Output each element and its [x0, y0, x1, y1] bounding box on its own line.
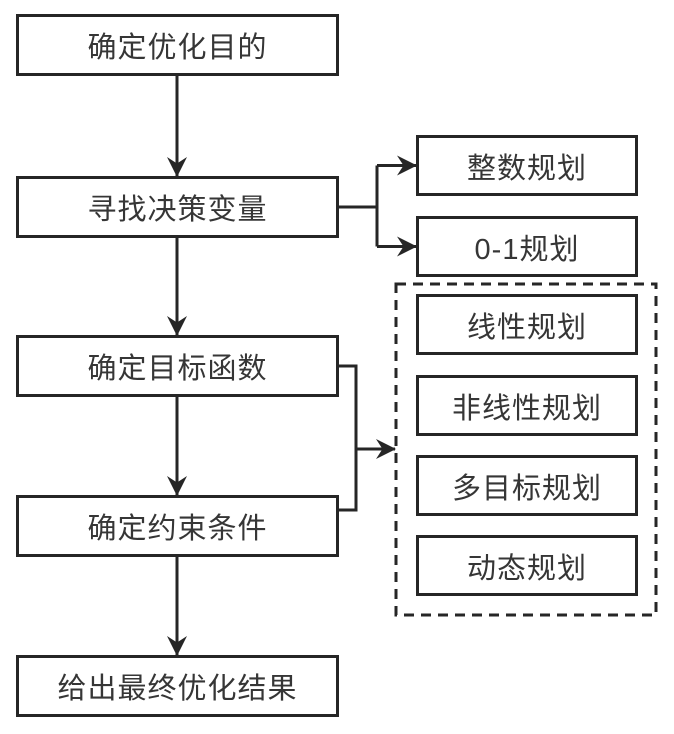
node-linear-programming: 线性规划	[416, 294, 638, 355]
flow-node-define-optimization-goal: 确定优化目的	[16, 14, 339, 76]
node-zero-one-programming: 0-1规划	[416, 216, 638, 277]
flow-node-find-decision-variables: 寻找决策变量	[16, 176, 339, 238]
flow-node-output-final-result: 给出最终优化结果	[16, 655, 339, 717]
node-label: 0-1规划	[474, 233, 580, 266]
node-label: 整数规划	[466, 152, 587, 185]
node-label: 线性规划	[466, 311, 587, 344]
node-nonlinear-programming: 非线性规划	[416, 375, 638, 436]
node-integer-programming: 整数规划	[416, 135, 638, 196]
node-label: 多目标规划	[451, 472, 602, 505]
node-dynamic-programming: 动态规划	[416, 535, 638, 596]
node-multi-objective-programming: 多目标规划	[416, 455, 638, 516]
node-label: 确定目标函数	[87, 353, 268, 385]
connector-variables-branch	[339, 165, 379, 247]
node-label: 非线性规划	[451, 392, 602, 425]
flow-node-define-constraints: 确定约束条件	[16, 495, 339, 557]
node-label: 给出最终优化结果	[57, 673, 298, 705]
node-label: 确定优化目的	[87, 32, 268, 64]
connector-objective-constraints-bracket	[339, 364, 358, 512]
node-label: 动态规划	[466, 552, 587, 585]
node-label: 确定约束条件	[87, 513, 268, 545]
flow-node-define-objective-function: 确定目标函数	[16, 335, 339, 397]
node-label: 寻找决策变量	[87, 194, 268, 226]
programming-types-group-border	[394, 282, 658, 617]
